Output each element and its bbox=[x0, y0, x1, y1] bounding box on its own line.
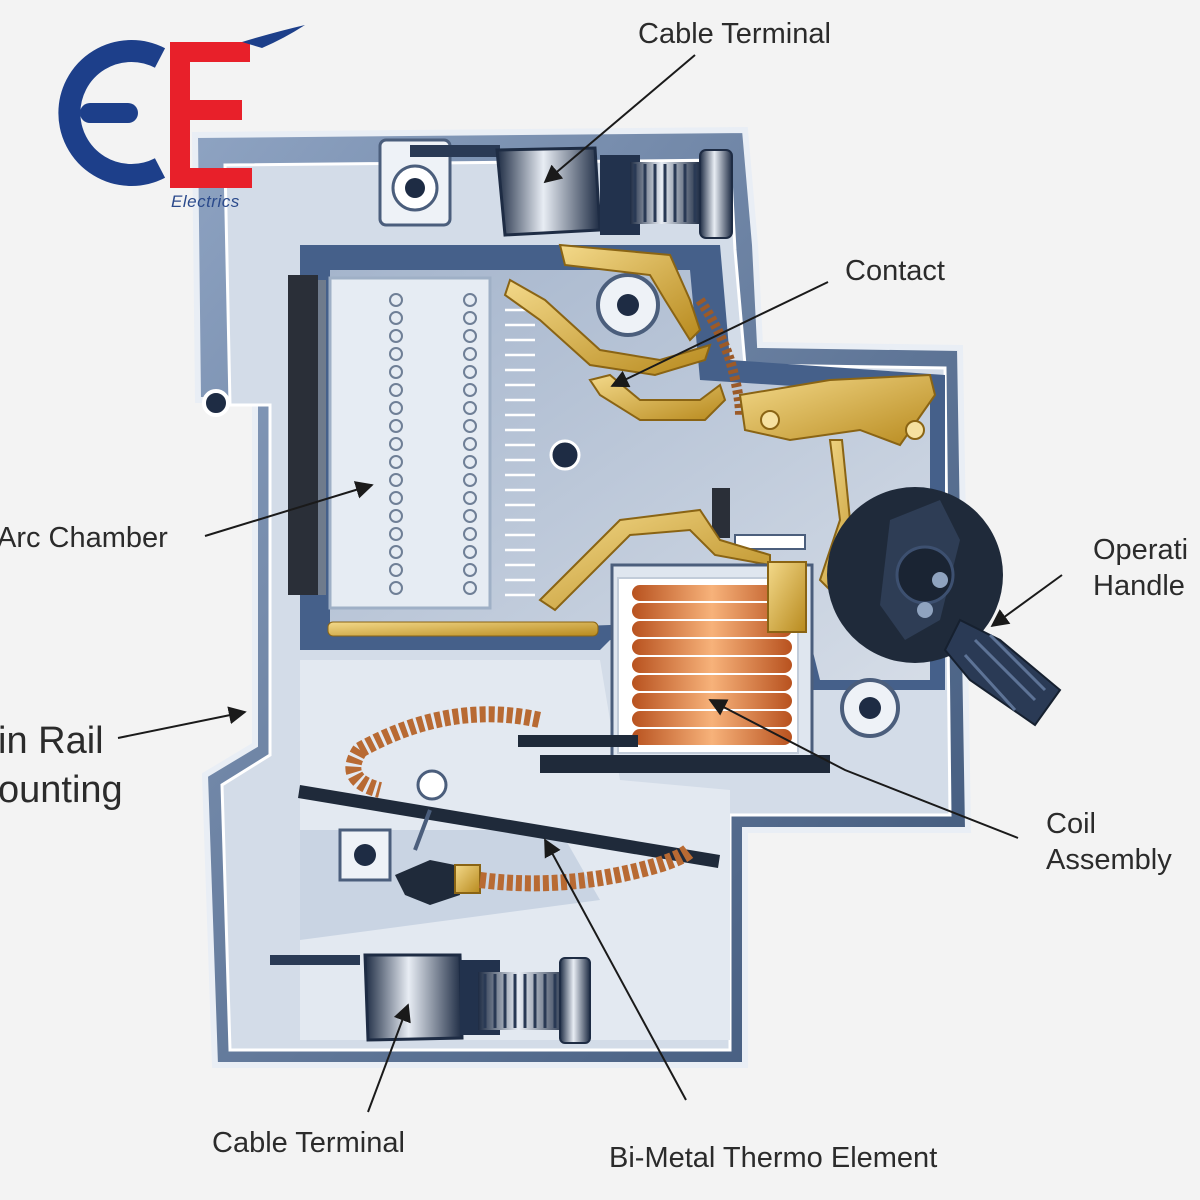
label-din-rail-line2: ounting bbox=[0, 769, 123, 812]
logo-subtitle: Electrics bbox=[171, 192, 240, 211]
leader-lines bbox=[117, 54, 1063, 1113]
leader-cable-terminal-top bbox=[543, 54, 696, 184]
coil-assembly bbox=[518, 561, 900, 773]
ce-logo bbox=[58, 25, 305, 188]
label-coil-assembly: Coil Assembly bbox=[1046, 806, 1172, 879]
leader-cable-terminal-bottom bbox=[367, 1003, 411, 1113]
label-coil-line2: Assembly bbox=[1046, 844, 1172, 877]
label-bimetal: Bi-Metal Thermo Element bbox=[609, 1142, 938, 1174]
label-operating-handle: Operati Handle bbox=[1093, 532, 1188, 605]
leader-contact bbox=[610, 281, 829, 388]
bimetal-element bbox=[298, 706, 720, 905]
leader-arc-chamber bbox=[204, 481, 374, 537]
top-terminal-screw bbox=[630, 149, 733, 239]
label-contact: Contact bbox=[845, 255, 945, 287]
arc-chamber-vents bbox=[389, 293, 477, 595]
label-operating-handle-line2: Handle bbox=[1093, 570, 1185, 603]
logo-swoosh bbox=[242, 25, 305, 48]
operating-handle bbox=[827, 487, 1062, 727]
label-cable-terminal-top: Cable Terminal bbox=[638, 18, 831, 50]
leader-bimetal bbox=[544, 838, 687, 1101]
logo-c-ring bbox=[58, 40, 166, 186]
label-cable-terminal-bottom: Cable Terminal bbox=[212, 1127, 405, 1159]
coil-windings bbox=[632, 585, 792, 745]
label-din-rail-line1: in Rail bbox=[0, 720, 104, 762]
label-coil-line1: Coil bbox=[1046, 808, 1096, 840]
logo-e-letter bbox=[170, 42, 252, 188]
top-cable-terminal bbox=[378, 138, 733, 239]
leader-din-rail bbox=[117, 706, 247, 739]
arc-splitter-plates bbox=[505, 293, 535, 597]
bottom-cable-terminal bbox=[270, 953, 591, 1044]
label-arc-chamber: Arc Chamber bbox=[0, 522, 168, 554]
label-din-rail: in Rail ounting bbox=[0, 717, 123, 816]
leader-operating-handle bbox=[990, 574, 1063, 628]
arc-chamber bbox=[288, 275, 599, 637]
label-operating-handle-line1: Operati bbox=[1093, 534, 1189, 566]
leader-coil-assembly bbox=[708, 699, 1019, 839]
